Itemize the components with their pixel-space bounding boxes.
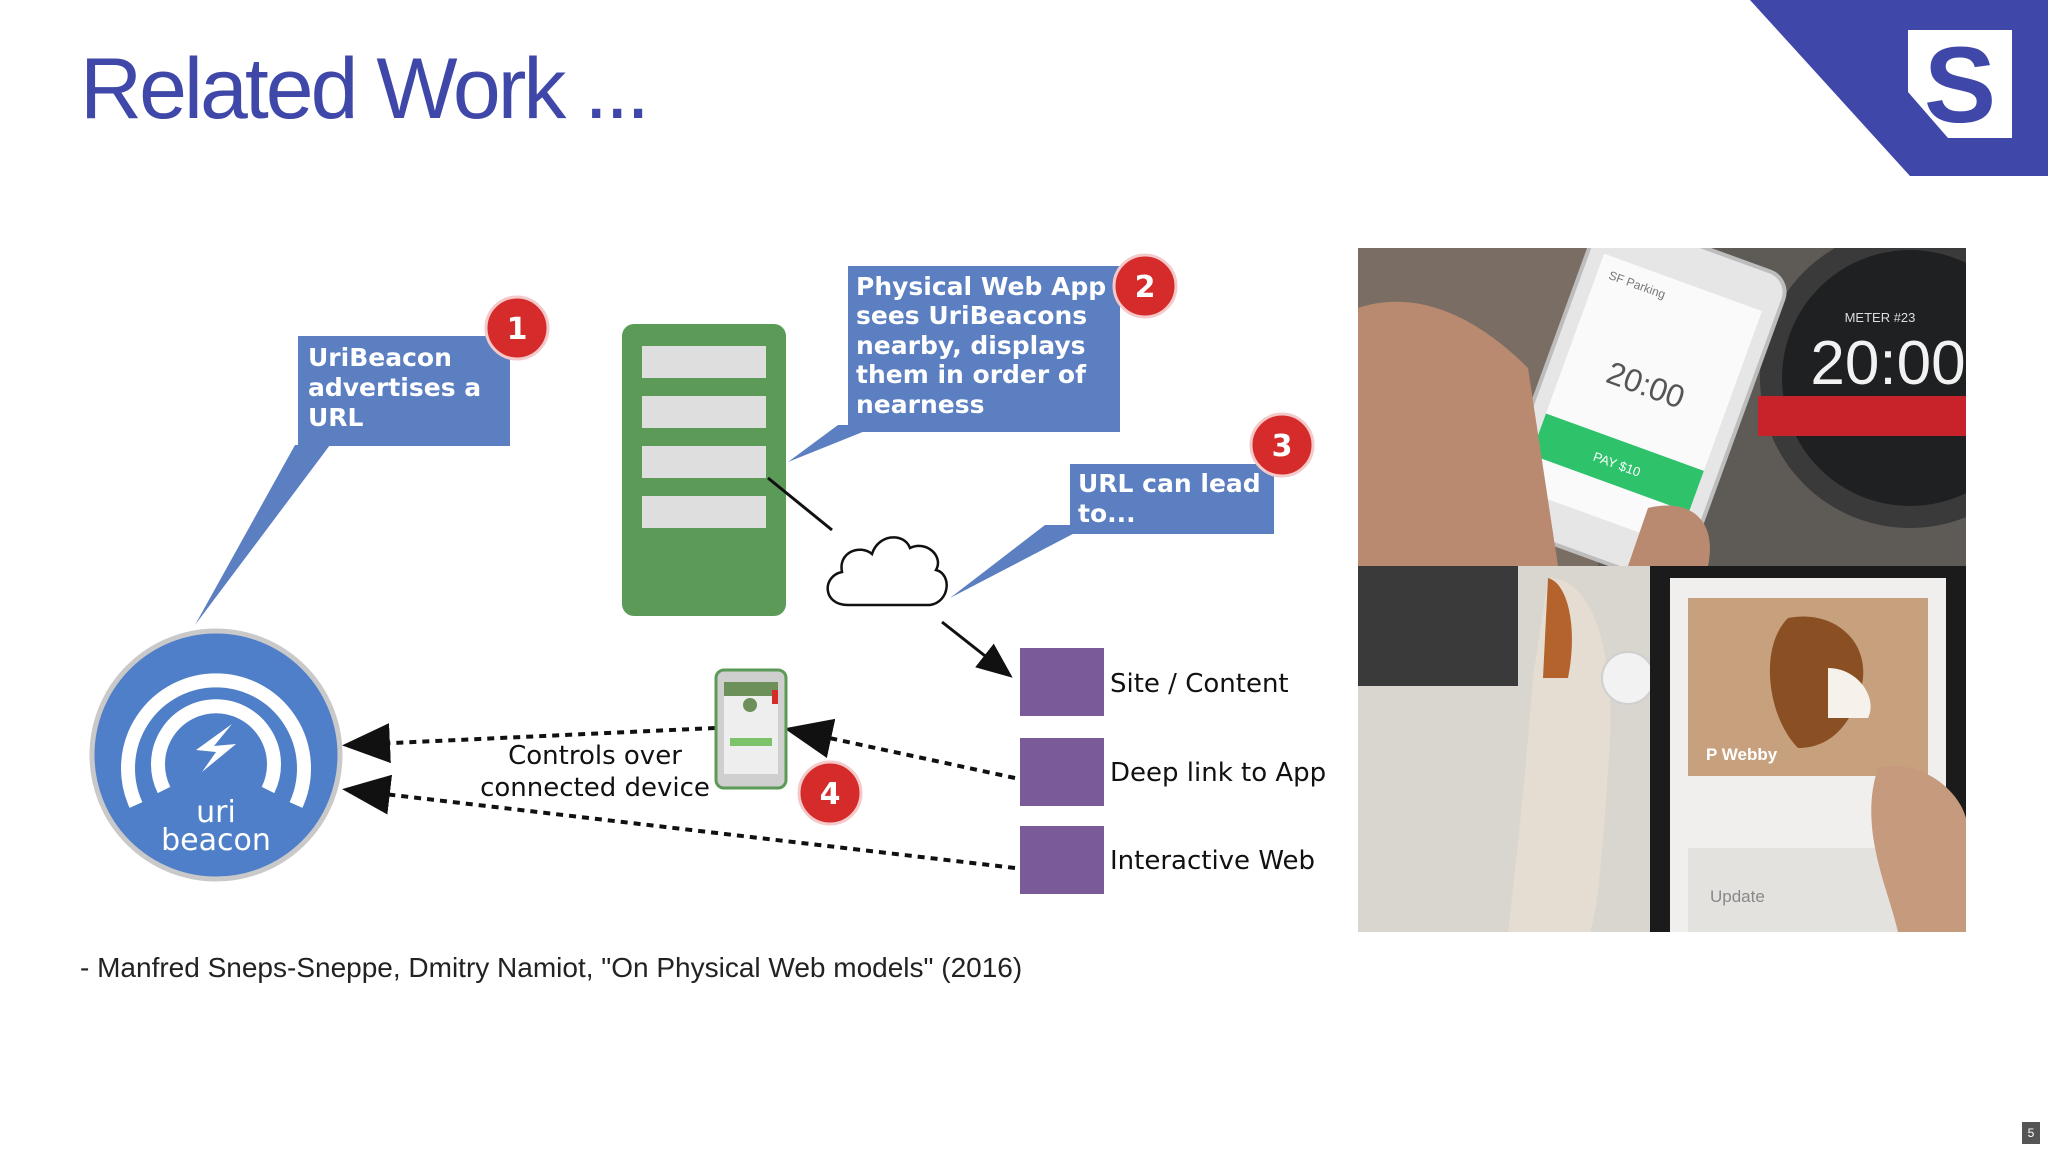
page-number: 5: [2022, 1122, 2040, 1144]
photo-collage: METER #23 20:00 SF Parking 20:00 PAY $10…: [1358, 248, 1966, 932]
dog-toy-photo: P Webby Update: [1358, 566, 1966, 932]
badge-3: 3: [1272, 429, 1293, 464]
output-label-2: Deep link to App: [1110, 758, 1326, 788]
connector-line: [767, 476, 833, 532]
beacon-label-line-2: beacon: [161, 823, 271, 858]
badge-4: 4: [820, 777, 841, 812]
finger-image: [1871, 766, 1966, 932]
uri-beacon-icon: uri beacon: [89, 628, 343, 882]
callout-2: Physical Web App sees UriBeacons nearby,…: [788, 253, 1178, 462]
mini-phone-icon: [714, 668, 788, 790]
meter-label: METER #23: [1845, 310, 1916, 325]
badge-1: 1: [507, 312, 528, 347]
callout-2-line-5: nearness: [856, 390, 984, 419]
physical-web-app-server: [622, 324, 786, 616]
meter-time: 20:00: [1810, 329, 1965, 398]
controls-label-line-1: Controls over: [508, 741, 682, 771]
callout-3: URL can lead to... 3: [950, 412, 1315, 598]
dog-card-name: P Webby: [1706, 745, 1778, 764]
callout-2-line-3: nearby, displays: [856, 331, 1086, 360]
output-site-content: Site / Content: [1020, 648, 1289, 716]
callout-1-line-1: UriBeacon: [308, 343, 452, 372]
beacon-disc-image: [1601, 651, 1655, 705]
callout-2-line-4: them in order of: [856, 360, 1087, 389]
output-interactive-web: Interactive Web: [1020, 826, 1315, 894]
dotted-arrow-controls: [342, 723, 716, 764]
output-label-3: Interactive Web: [1110, 846, 1315, 876]
arrow-to-site: [941, 620, 1013, 678]
callout-1-line-2: advertises a: [308, 373, 481, 402]
callout-3-line-2: to...: [1078, 499, 1136, 528]
corner-logo: S: [1750, 0, 2048, 176]
logo-letter: S: [1924, 24, 1996, 145]
output-label-1: Site / Content: [1110, 669, 1289, 699]
callout-1-line-3: URL: [308, 403, 364, 432]
physical-web-diagram: UriBeacon advertises a URL 1 Physical We…: [89, 253, 1326, 894]
update-button-label: Update: [1710, 887, 1765, 906]
cloud-icon: [826, 536, 948, 607]
callout-1: UriBeacon advertises a URL 1: [195, 295, 550, 625]
hand-image: [1358, 301, 1558, 566]
hand-image-fingers: [1628, 505, 1710, 566]
citation: - Manfred Sneps-Sneppe, Dmitry Namiot, "…: [80, 952, 1023, 983]
output-deep-link: Deep link to App: [1020, 738, 1326, 806]
callout-4: 4: [797, 760, 863, 826]
slide-title: Related Work ...: [80, 41, 650, 137]
parking-meter-photo: METER #23 20:00 SF Parking 20:00 PAY $10: [1358, 248, 1966, 585]
badge-2: 2: [1135, 270, 1156, 305]
smartphone-image: SF Parking 20:00 PAY $10: [1494, 248, 1787, 585]
lightning-icon: [196, 724, 236, 772]
callout-3-line-1: URL can lead: [1078, 469, 1261, 498]
controls-label-line-2: connected device: [480, 773, 710, 803]
callout-2-line-1: Physical Web App: [856, 272, 1106, 301]
beacon-label-line-1: uri: [196, 795, 236, 830]
callout-2-line-2: sees UriBeacons: [856, 301, 1087, 330]
